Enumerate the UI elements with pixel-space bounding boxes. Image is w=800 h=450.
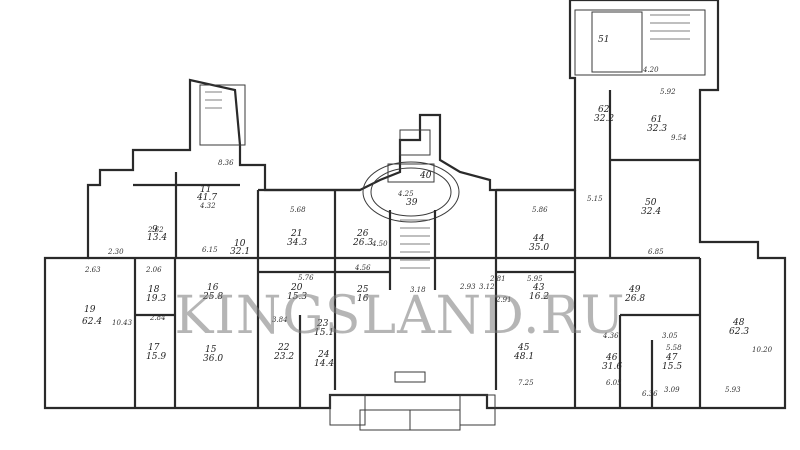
room-number: 25	[356, 285, 369, 295]
stair-hatching	[205, 14, 690, 269]
dimension: 2.91	[495, 296, 512, 304]
dimension: 2.63	[84, 266, 101, 274]
dimension: 5.58	[666, 344, 682, 352]
room-number: 18	[148, 285, 160, 295]
dimension: 5.95	[527, 275, 543, 283]
room-area: 15.1	[314, 328, 334, 338]
room-number: 10	[234, 239, 246, 249]
room-number: 47	[665, 353, 678, 363]
room-number: 48	[732, 318, 745, 328]
room-area: 23.2	[273, 352, 294, 362]
room-number: 16	[207, 283, 219, 293]
room-number: 20	[290, 283, 303, 293]
dimension: 4.25	[397, 190, 414, 198]
room-area: 41.7	[196, 193, 217, 203]
room-area: 32.2	[594, 114, 614, 124]
interior-walls	[88, 90, 702, 408]
room-area: 25.8	[202, 292, 223, 302]
dimension: 3.12	[479, 283, 495, 291]
room-area: 15.3	[287, 292, 307, 302]
room-area: 62.3	[729, 327, 749, 337]
dimension: 6.05	[606, 379, 622, 387]
dimension: 5.86	[532, 206, 548, 214]
room-area: 26.3	[352, 238, 373, 248]
room-area: 36.0	[203, 354, 223, 364]
dimension: 5.92	[660, 88, 676, 96]
room-number: 61	[651, 115, 662, 125]
dimension: 3.09	[664, 386, 680, 394]
outer-walls	[43, 0, 787, 410]
dimension: 4.50	[371, 240, 388, 248]
dimension: 2.84	[149, 314, 166, 322]
room-number: 62	[598, 105, 610, 115]
room-number: 45	[517, 343, 530, 353]
dimension: 4.56	[354, 264, 371, 272]
room-number: 50	[645, 198, 657, 208]
dimension: 4.36	[602, 332, 619, 340]
dimension: 2.62	[147, 226, 164, 234]
dimension: 2.30	[107, 248, 124, 256]
room-area: 16.2	[529, 292, 549, 302]
room-number: 24	[317, 350, 330, 360]
room-number: 46	[605, 353, 618, 363]
room-number: 17	[148, 343, 160, 353]
dimension: 6.15	[202, 246, 218, 254]
room-area: 62.4	[82, 317, 102, 327]
dimension: 2.06	[145, 266, 162, 274]
dimension-labels: 5.92 2.06 4.32 5.68 5.86 5.76 4.50 4.56 …	[84, 66, 773, 398]
room-area: 26.8	[624, 294, 645, 304]
dimension: 10.43	[112, 319, 133, 327]
room-area: 34.3	[287, 238, 307, 248]
dimension: 10.20	[752, 346, 773, 354]
room-labels: 19 62.4 18 19.3 17 15.9 16 25.8 15 36.0 …	[82, 35, 749, 372]
room-number: 49	[628, 285, 641, 295]
room-number: 21	[290, 229, 302, 239]
room-number: 19	[84, 305, 96, 315]
room-area: 14.4	[314, 359, 334, 369]
room-number: 26	[356, 229, 369, 239]
room-number: 9	[152, 225, 158, 235]
dimension: 3.18	[410, 286, 426, 294]
dimension: 4.20	[642, 66, 659, 74]
room-area: 48.1	[513, 352, 534, 362]
room-number: 22	[277, 343, 290, 353]
room-area: 13.4	[147, 233, 167, 243]
dimension: 5.15	[587, 195, 603, 203]
dimension: 6.85	[648, 248, 664, 256]
dimension: 5.93	[725, 386, 741, 394]
room-area: 32.3	[647, 124, 667, 134]
dimension: 2.93	[459, 283, 476, 291]
room-number: 23	[316, 319, 329, 329]
room-area: 31.6	[602, 362, 622, 372]
room-number: 39	[406, 198, 418, 208]
dimension: 6.36	[642, 390, 658, 398]
dimension: 8.36	[218, 159, 234, 167]
room-number: 43	[532, 283, 545, 293]
dimension: 2.81	[489, 275, 506, 283]
dimension: 5.68	[290, 206, 306, 214]
room-area: 35.0	[529, 243, 549, 253]
room-area: 19.3	[146, 294, 166, 304]
room-number: 15	[205, 345, 217, 355]
dimension: 3.84	[272, 316, 288, 324]
dimension: 9.54	[671, 134, 687, 142]
dimension: 5.76	[298, 274, 314, 282]
room-number: 44	[532, 234, 545, 244]
room-area: 32.1	[230, 247, 250, 257]
dimension: 4.32	[199, 202, 216, 210]
room-number: 40	[419, 171, 432, 181]
room-area: 15.9	[146, 352, 166, 362]
room-area: 16	[357, 294, 369, 304]
dimension: 7.25	[518, 379, 534, 387]
room-number: 51	[598, 35, 609, 45]
room-area: 32.4	[641, 207, 661, 217]
room-number: 11	[200, 185, 211, 195]
room-area: 15.5	[662, 362, 682, 372]
dimension: 3.05	[662, 332, 678, 340]
entrance-porch	[329, 371, 496, 431]
